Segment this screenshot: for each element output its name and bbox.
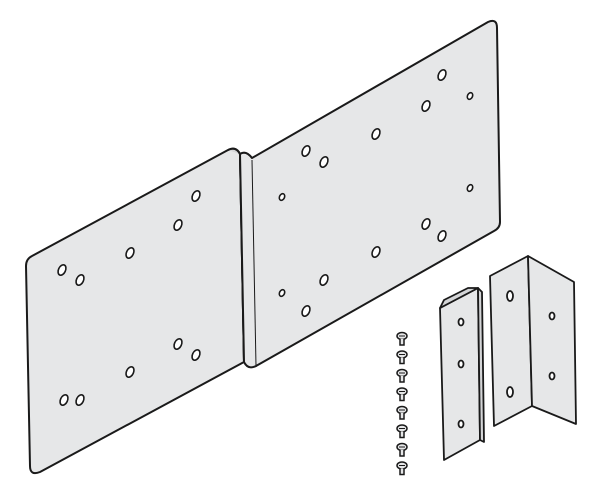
hole [466,91,474,101]
hole [437,230,447,242]
hole [371,246,381,258]
hole [125,247,135,259]
right-plate [239,19,501,369]
hole [75,394,85,406]
hole [466,183,474,193]
screw-icon [396,405,408,420]
screw-icon [396,331,408,346]
hole [191,190,201,202]
angle-bracket-right [489,255,577,427]
hole [437,69,447,81]
hole [301,305,311,317]
hole [421,218,431,230]
screw-icon [396,350,408,365]
hole [371,128,381,140]
hole [191,349,201,361]
screw-icon [396,424,408,439]
hole [319,156,329,168]
hole [57,264,67,276]
angle-bracket-left [439,287,485,461]
hole [173,219,183,231]
screw-icon [396,368,408,383]
left-plate [25,147,245,475]
hole [301,145,311,157]
screw-icon [396,442,408,457]
screw-icon [396,387,408,402]
screw-column [396,331,408,476]
hole [421,100,431,112]
hole [278,192,286,202]
hole [59,394,69,406]
hole [125,366,135,378]
hole [75,274,85,286]
mounting-holes [57,69,474,406]
screw-icon [396,461,408,476]
hole [319,274,329,286]
hole [278,288,286,298]
hole [173,338,183,350]
